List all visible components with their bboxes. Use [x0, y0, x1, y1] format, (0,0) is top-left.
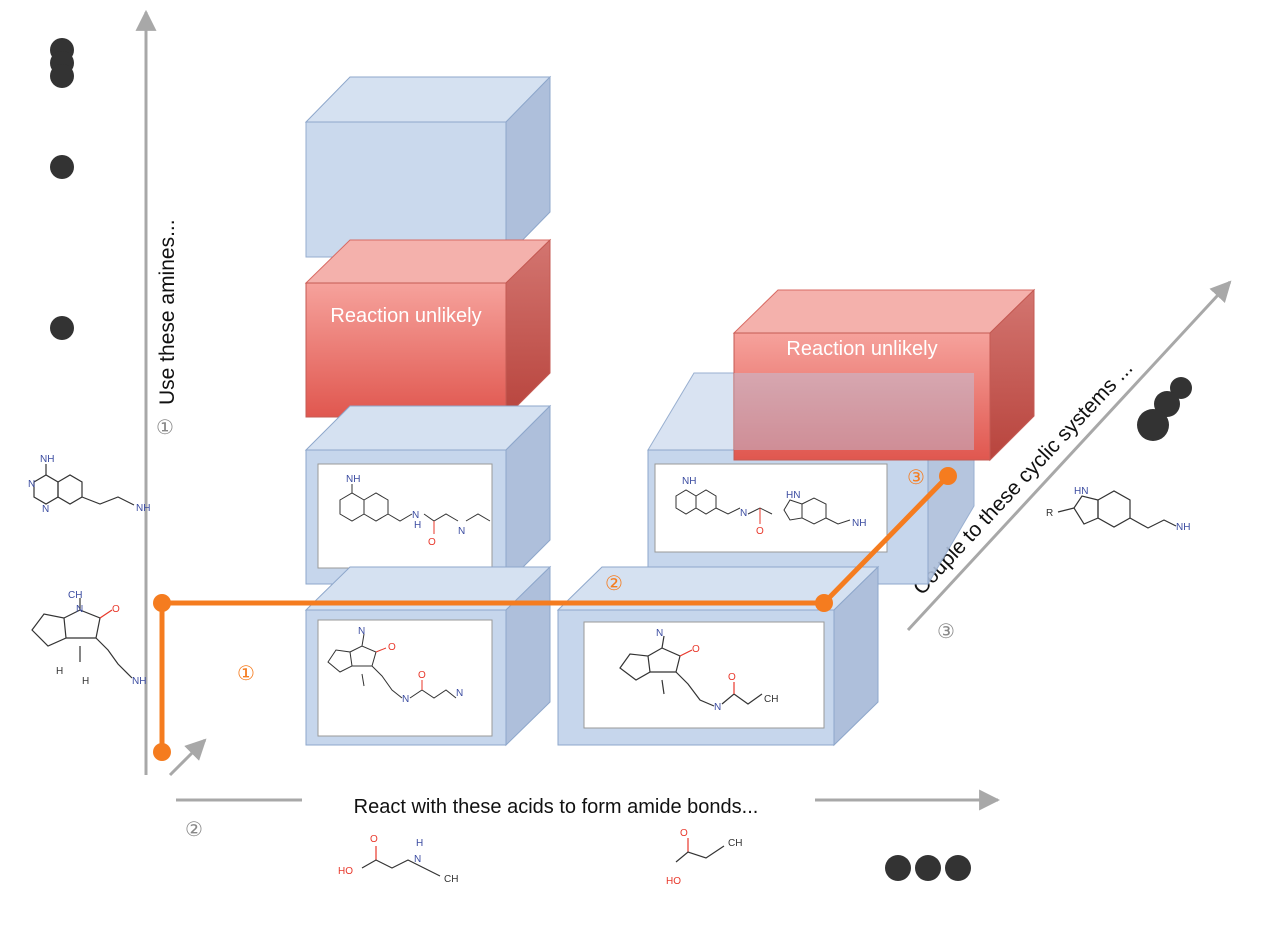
acid-propanoic-structure: O HO CH [666, 828, 742, 887]
svg-text:R: R [1046, 508, 1053, 519]
svg-text:N: N [42, 504, 49, 515]
cube-product-amine2-acid2: N O N O CH [556, 565, 880, 747]
x-axis-label: React with these acids to form amide bon… [354, 796, 759, 818]
svg-text:N: N [740, 508, 747, 519]
dot [1137, 409, 1169, 441]
structure-card [317, 619, 493, 737]
cube-product-amine1-acid1: NH N H O N [304, 404, 552, 586]
svg-text:N: N [456, 688, 463, 699]
dot [945, 855, 971, 881]
synthesis-path: ① ② ③ [153, 467, 957, 761]
path-marker-1: ① [237, 663, 255, 685]
svg-text:O: O [756, 526, 764, 537]
ellipsis-dots [50, 38, 1192, 881]
svg-text:N: N [656, 628, 663, 639]
amine-quinazoline-structure: NH N N NH [28, 454, 150, 515]
structure-card [583, 621, 825, 729]
svg-text:NH: NH [852, 518, 866, 529]
quinazoline-amide-structure [339, 484, 491, 534]
cube-top-empty [304, 75, 552, 259]
svg-text:O: O [418, 670, 426, 681]
svg-text:H: H [416, 838, 423, 849]
svg-text:O: O [388, 642, 396, 653]
svg-text:N: N [358, 626, 365, 637]
z-axis-marker: ③ [937, 621, 955, 643]
svg-text:N: N [412, 510, 419, 521]
svg-text:O: O [112, 604, 120, 615]
dot [50, 316, 74, 340]
svg-text:NH: NH [40, 454, 54, 465]
structure-card [654, 463, 888, 553]
reaction-unlikely-label: Reaction unlikely [330, 305, 481, 327]
cube-product-amine2-acid1: N O N O N [304, 565, 552, 747]
path-marker-2: ② [605, 573, 623, 595]
path-node-start [153, 743, 171, 761]
path-marker-3: ③ [907, 467, 925, 489]
dot [885, 855, 911, 881]
svg-text:NH: NH [136, 503, 150, 514]
svg-text:O: O [692, 644, 700, 655]
svg-text:O: O [680, 828, 688, 839]
quinazoline-indoline-structure [675, 489, 851, 525]
path-node-end [939, 467, 957, 485]
path-line [159, 474, 950, 752]
cube-reaction-unlikely-right: Reaction unlikely [732, 288, 1036, 462]
svg-text:NH: NH [132, 676, 146, 687]
svg-text:NH: NH [346, 474, 360, 485]
svg-text:N: N [414, 854, 421, 865]
dot [1170, 377, 1192, 399]
svg-text:NH: NH [682, 476, 696, 487]
svg-text:HN: HN [1074, 486, 1088, 497]
path-node-corner [153, 594, 171, 612]
y-axis-marker: ① [156, 417, 174, 439]
svg-text:N: N [402, 694, 409, 705]
cyclic-indoline-structure: R HN NH [1046, 486, 1190, 533]
svg-text:N: N [76, 604, 83, 615]
spiro-amide-structure [327, 633, 457, 699]
dot [1154, 391, 1180, 417]
svg-text:O: O [370, 834, 378, 845]
dot [50, 64, 74, 88]
y-axis-label: Use these amines... [156, 219, 179, 405]
dot [50, 155, 74, 179]
svg-text:CH: CH [68, 590, 82, 601]
svg-text:O: O [428, 537, 436, 548]
svg-text:H: H [56, 666, 63, 677]
svg-text:H: H [414, 520, 421, 531]
svg-text:CH: CH [764, 694, 778, 705]
amine-spiro-structure: CH N O H H NH [31, 590, 146, 687]
cube-reaction-unlikely-left: Reaction unlikely [304, 238, 552, 419]
spiro-propanamide-structure [619, 635, 763, 707]
x-axis-marker: ② [185, 819, 203, 841]
path-node-mid [815, 594, 833, 612]
svg-text:N: N [28, 479, 35, 490]
acid-sarcosine-structure: O HO H N CH [338, 834, 458, 885]
svg-text:NH: NH [1176, 522, 1190, 533]
svg-text:H: H [82, 676, 89, 687]
svg-text:HN: HN [786, 490, 800, 501]
svg-text:HO: HO [338, 866, 353, 877]
svg-text:N: N [458, 526, 465, 537]
svg-text:O: O [728, 672, 736, 683]
dot [915, 855, 941, 881]
svg-text:HO: HO [666, 876, 681, 887]
structure-card [317, 463, 493, 569]
reaction-unlikely-label: Reaction unlikely [786, 338, 937, 360]
z-axis-short-arrow [168, 738, 207, 777]
z-axis-arrow [906, 280, 1232, 632]
svg-text:CH: CH [444, 874, 458, 885]
svg-text:N: N [714, 702, 721, 713]
svg-text:CH: CH [728, 838, 742, 849]
